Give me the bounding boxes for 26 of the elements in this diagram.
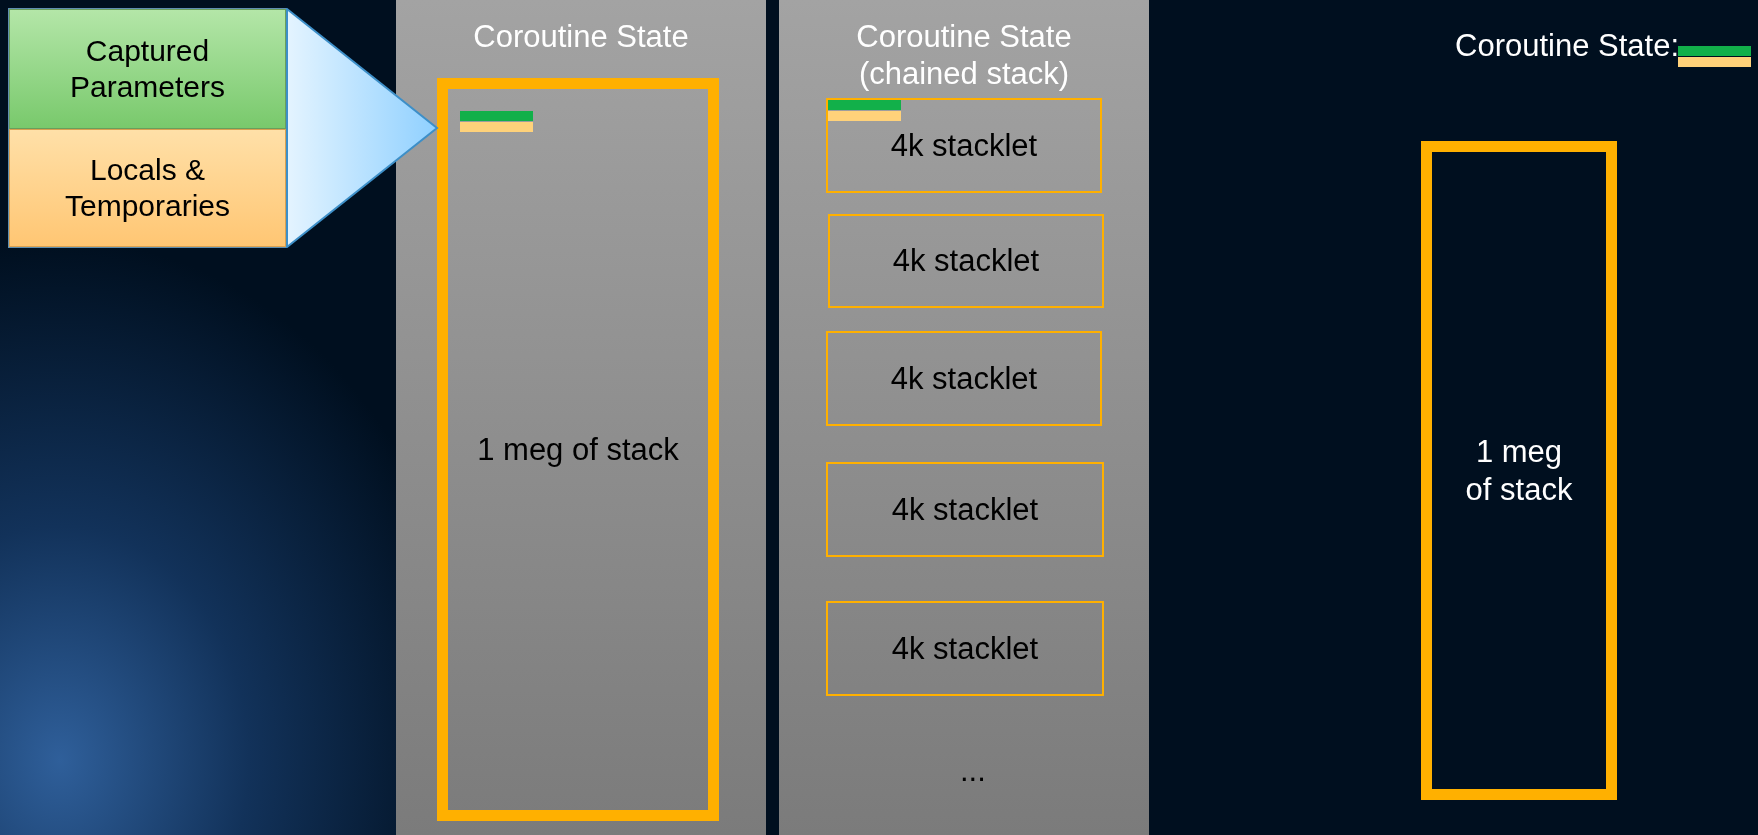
stacklet-box [826,331,1102,426]
node-label: Captured Parameters [68,33,227,105]
node-label: 4k stacklet [890,126,1038,165]
state-panel [779,0,1149,835]
stack-frame-box [9,9,286,247]
heading-label: Coroutine State: [1455,28,1680,64]
panel-title: Coroutine State (chained stack) [855,18,1073,93]
node-label: 1 meg of stack [1464,433,1574,508]
node-label: 1 meg of stack [477,430,679,469]
ellipsis-label: ... [960,753,986,789]
stacklet-box [826,462,1104,557]
node-label: 4k stacklet [891,629,1039,668]
node-label: 4k stacklet [892,242,1040,280]
node-label: Locals & Temporaries [63,152,232,224]
state-panel [396,0,766,835]
panel-title: Coroutine State [473,18,689,56]
arrow [285,8,438,248]
stack-box [1421,141,1617,800]
node-label: 4k stacklet [891,490,1039,529]
parameters-box [9,9,286,129]
stacklet-box [828,214,1104,308]
node-label: 4k stacklet [890,359,1038,398]
stacklet-box [826,98,1102,193]
stacklet-box [826,601,1104,696]
stack-box [437,78,719,821]
locals-box [9,129,286,247]
